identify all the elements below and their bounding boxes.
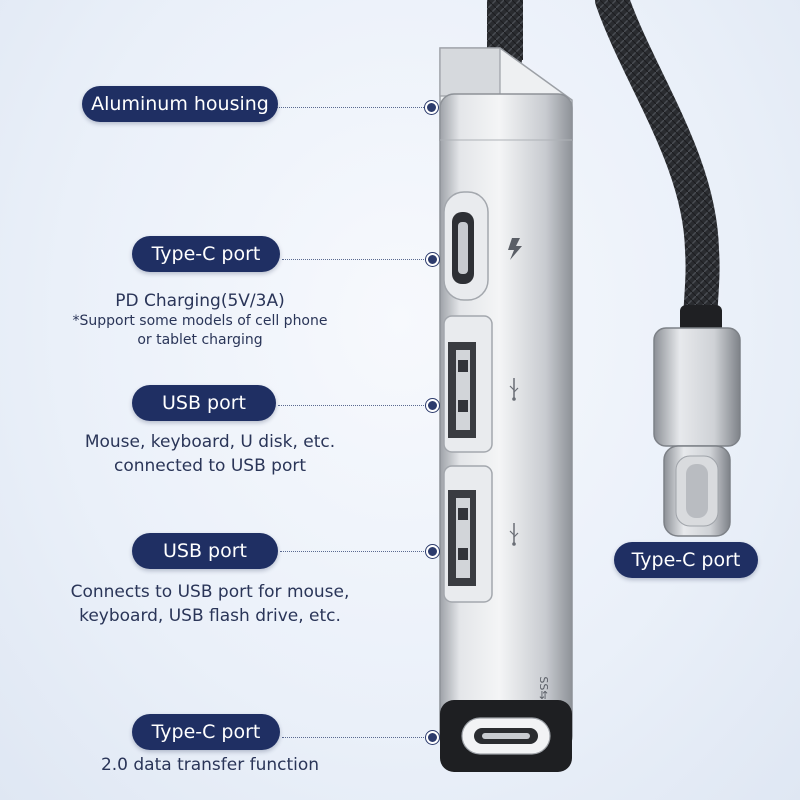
label-typec-port-top: Type-C port bbox=[132, 236, 280, 272]
leader-typec-top bbox=[282, 259, 428, 260]
typec-plug bbox=[653, 327, 741, 537]
usb-icon bbox=[509, 378, 519, 401]
leader-dot-typec-top bbox=[426, 253, 439, 266]
note-usb1-line2: connected to USB port bbox=[113, 456, 307, 476]
label-usb-port-2: USB port bbox=[132, 533, 278, 569]
note-pd-charging: PD Charging(5V/3A) *Support some models … bbox=[40, 290, 360, 350]
leader-dot-typec-bottom bbox=[426, 731, 439, 744]
note-usb2: Connects to USB port for mouse, keyboard… bbox=[40, 580, 380, 628]
note-usb1-line1: Mouse, keyboard, U disk, etc. bbox=[84, 432, 336, 452]
note-typec-bottom-line1: 2.0 data transfer function bbox=[100, 755, 320, 775]
leader-aluminum bbox=[276, 107, 426, 108]
leader-dot-usb2 bbox=[426, 545, 439, 558]
leader-usb1 bbox=[278, 405, 428, 406]
note-typec-bottom: 2.0 data transfer function bbox=[60, 754, 360, 776]
note-pd-line1: PD Charging(5V/3A) bbox=[115, 291, 285, 311]
note-pd-line2: *Support some models of cell phone bbox=[72, 313, 328, 329]
note-usb2-line2: keyboard, USB flash drive, etc. bbox=[79, 606, 341, 626]
strain-relief bbox=[680, 305, 722, 333]
note-pd-line3: or tablet charging bbox=[137, 332, 263, 348]
leader-usb2 bbox=[280, 551, 428, 552]
label-aluminum-housing: Aluminum housing bbox=[82, 86, 278, 122]
leader-dot-usb1 bbox=[426, 399, 439, 412]
hub-body bbox=[439, 47, 573, 772]
label-typec-plug: Type-C port bbox=[614, 542, 758, 578]
note-usb1: Mouse, keyboard, U disk, etc. connected … bbox=[50, 430, 370, 478]
note-usb2-line1: Connects to USB port for mouse, bbox=[70, 582, 350, 602]
usb-icon bbox=[509, 523, 519, 546]
leader-typec-bottom bbox=[282, 737, 428, 738]
svg-text:SS⇆: SS⇆ bbox=[537, 676, 550, 699]
usb-ss-icon: SS⇆ bbox=[537, 676, 550, 699]
label-typec-port-bottom: Type-C port bbox=[132, 714, 280, 750]
label-usb-port-1: USB port bbox=[132, 385, 276, 421]
lightning-icon bbox=[508, 238, 522, 260]
leader-dot-aluminum bbox=[425, 101, 438, 114]
